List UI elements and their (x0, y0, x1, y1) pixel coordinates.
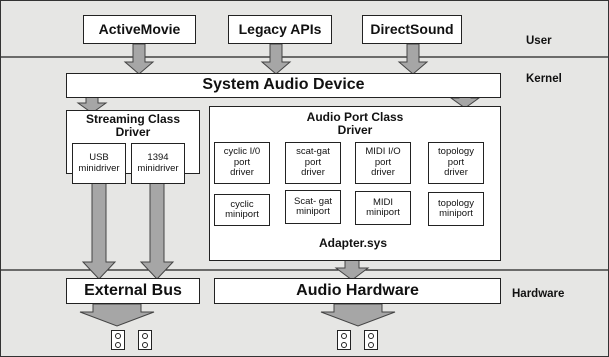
midi-miniport-label: MIDI miniport (366, 196, 400, 218)
audio-hardware-label: Audio Hardware (296, 281, 419, 299)
directsound-box (362, 15, 462, 44)
cyclic-port-driver-box (214, 142, 270, 184)
speaker-icon (111, 330, 125, 350)
scat-gat-port-driver-label: scat-gat port driver (296, 146, 330, 179)
audio-port-class-driver-label: Audio Port Class Driver (306, 110, 404, 137)
topology-miniport-box (428, 192, 484, 226)
cyclic-miniport-box (214, 194, 270, 226)
user-layer-label: User (526, 35, 552, 47)
usb-minidriver-box (72, 143, 126, 184)
legacy-apis-label: Legacy APIs (238, 21, 322, 38)
arrow-legacy-down (260, 43, 292, 75)
activemovie-label: ActiveMovie (98, 21, 181, 38)
scat-gat-miniport-box (285, 190, 341, 224)
external-bus-label: External Bus (84, 281, 182, 299)
adapter-sys-label: Adapter.sys (318, 235, 388, 250)
scat-gat-miniport-label: Scat- gat miniport (293, 195, 333, 217)
usb-minidriver-label: USB minidriver (78, 152, 120, 174)
topology-port-driver-label: topology port driver (438, 146, 474, 179)
speaker-icon (364, 330, 378, 350)
directsound-label: DirectSound (370, 21, 454, 38)
system-audio-device-label: System Audio Device (202, 76, 365, 94)
arrow-usb-to-external-bus (81, 172, 117, 280)
speaker-icon (337, 330, 351, 350)
ieee1394-minidriver-box (131, 143, 185, 184)
midi-miniport-box (355, 191, 411, 225)
hardware-layer-label: Hardware (512, 288, 565, 300)
arrow-directsound-down (397, 43, 429, 75)
arrow-adapter-to-hardware (334, 259, 370, 281)
arrow-hardware-to-speakers (320, 303, 396, 327)
midi-port-driver-box (355, 142, 411, 184)
cyclic-port-driver-label: cyclic I/0 port driver (223, 146, 261, 179)
activemovie-box (83, 15, 196, 44)
arrow-activemovie-down (123, 43, 155, 75)
kernel-layer-label: Kernel (526, 73, 562, 85)
external-bus-box (66, 278, 200, 304)
speaker-icon (138, 330, 152, 350)
topology-miniport-label: topology miniport (438, 197, 474, 219)
arrow-external-bus-to-speakers (79, 303, 155, 327)
topology-port-driver-box (428, 142, 484, 184)
streaming-class-driver-label: Streaming Class Driver (85, 112, 181, 139)
system-audio-device-box (66, 73, 501, 98)
audio-hardware-box (214, 278, 501, 304)
midi-port-driver-label: MIDI I/O port driver (365, 146, 401, 179)
legacy-apis-box (228, 15, 332, 44)
arrow-1394-to-external-bus (139, 172, 175, 280)
cyclic-miniport-label: cyclic miniport (225, 198, 259, 220)
scat-gat-port-driver-box (285, 142, 341, 184)
ieee1394-minidriver-label: 1394 minidriver (137, 152, 179, 174)
